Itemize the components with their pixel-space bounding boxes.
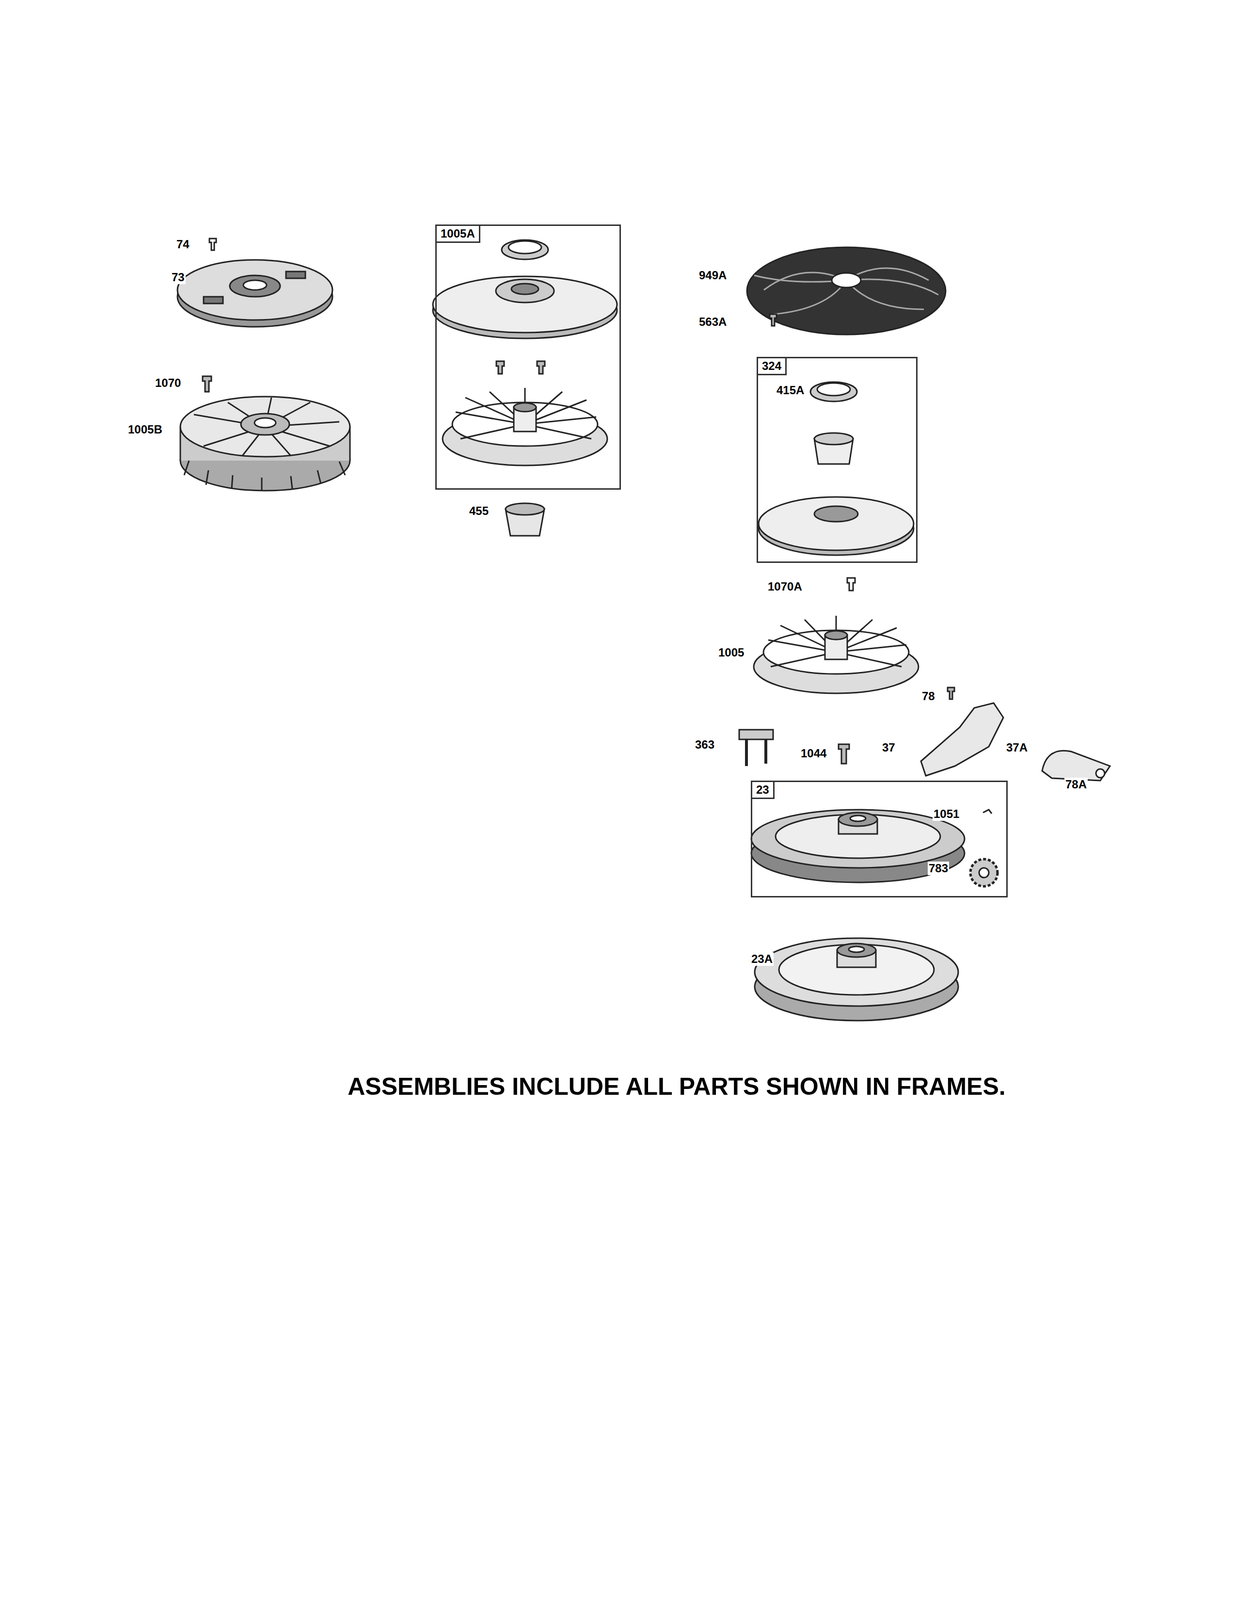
callout-number: 783 bbox=[927, 861, 950, 875]
callout-number: 949A bbox=[697, 268, 728, 283]
assembly-frame: 23 1051 783 bbox=[750, 780, 1008, 898]
assembly-number: 23 bbox=[752, 781, 775, 799]
callout-number: 78A bbox=[1064, 777, 1088, 792]
callout-number: 1005B bbox=[126, 422, 164, 437]
callout-number: 78 bbox=[920, 689, 936, 703]
callout-number: 74 bbox=[175, 237, 191, 252]
assembly-frame: 324 415A bbox=[756, 356, 918, 563]
callout-number: 1044 bbox=[799, 746, 828, 761]
assembly-frame: 1005A bbox=[435, 224, 621, 490]
callout-number: 37A bbox=[1005, 740, 1029, 755]
assembly-number: 324 bbox=[758, 358, 787, 376]
callout-number: 415A bbox=[775, 383, 806, 397]
callout-number: 1070 bbox=[154, 376, 182, 390]
callout-number: 563A bbox=[697, 315, 728, 329]
callout-number: 455 bbox=[468, 504, 490, 518]
callout-number: 1051 bbox=[932, 807, 961, 821]
callout-number: 1070A bbox=[766, 579, 804, 594]
caption: ASSEMBLIES INCLUDE ALL PARTS SHOWN IN FR… bbox=[347, 1072, 1006, 1101]
callout-number: 23A bbox=[750, 951, 774, 966]
assembly-number: 1005A bbox=[436, 225, 481, 243]
callout-number: 73 bbox=[170, 270, 186, 285]
callout-number: 37 bbox=[881, 740, 897, 755]
callout-number: 363 bbox=[694, 737, 716, 752]
callout-number: 1005 bbox=[717, 645, 745, 660]
